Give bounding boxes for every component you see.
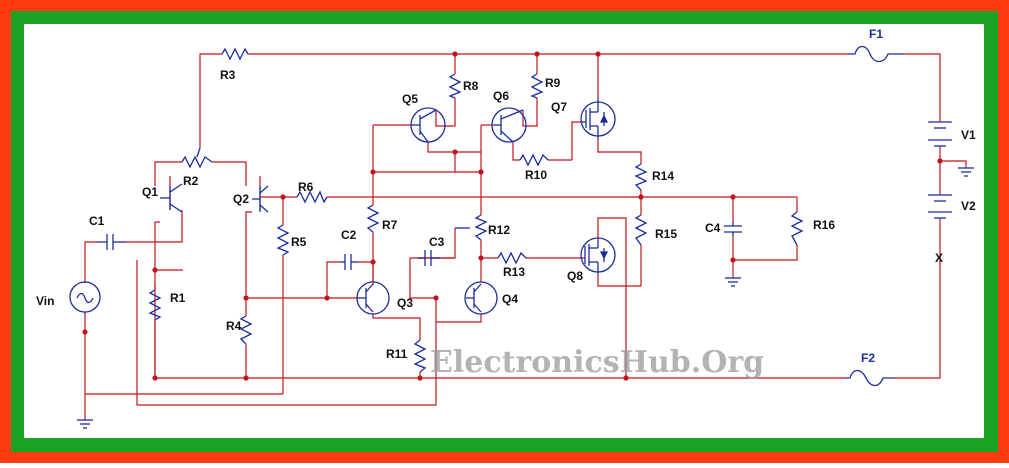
transistor-q2 [252, 185, 269, 213]
resistor-r12 [474, 214, 488, 241]
label-r13: R13 [503, 265, 525, 279]
label-r1: R1 [170, 291, 186, 305]
resistor-r15 [634, 214, 648, 246]
capacitor-c2 [340, 254, 358, 270]
ground-battery [958, 167, 974, 177]
capacitor-c1 [97, 234, 126, 250]
resistor-r2 [181, 155, 213, 169]
label-r3: R3 [220, 68, 236, 82]
capacitor-c3 [418, 250, 440, 266]
resistor-r10 [519, 153, 549, 167]
label-q6: Q6 [493, 89, 509, 103]
label-q7: Q7 [551, 100, 567, 114]
r2-wiper-arrow [196, 147, 201, 158]
label-r2: R2 [183, 174, 199, 188]
label-c4: C4 [705, 221, 721, 235]
label-c1: C1 [89, 214, 105, 228]
label-c3: C3 [429, 235, 445, 249]
label-c2: C2 [341, 228, 357, 242]
label-r14: R14 [652, 169, 674, 183]
label-q4: Q4 [502, 292, 518, 306]
resistor-r7 [366, 204, 380, 233]
label-r5: R5 [291, 235, 307, 249]
battery-v1 [928, 121, 952, 147]
label-q2: Q2 [233, 192, 249, 206]
resistor-r6 [296, 190, 328, 204]
label-f1: F1 [869, 27, 883, 41]
resistor-r14 [634, 163, 648, 191]
label-r9: R9 [545, 76, 561, 90]
resistor-r8 [448, 73, 462, 99]
capacitor-c4 [724, 222, 742, 236]
junction-dots [82, 51, 943, 381]
label-r15: R15 [655, 227, 677, 241]
label-r4: R4 [226, 319, 242, 333]
label-q5: Q5 [402, 92, 418, 106]
component-labels: R3 R2 Q1 Q2 R6 R5 C1 Vin R1 R4 C2 R7 Q5 … [36, 27, 976, 365]
mosfet-q8 [580, 237, 616, 275]
schematic-canvas [24, 24, 984, 438]
label-v2: V2 [961, 199, 976, 213]
label-v1: V1 [961, 128, 976, 142]
fuse-f2 [845, 369, 895, 387]
label-r16: R16 [813, 218, 835, 232]
label-r6: R6 [298, 180, 314, 194]
mosfet-q7 [580, 98, 616, 140]
label-r7: R7 [382, 218, 398, 232]
ac-source-vin [69, 281, 101, 314]
label-r8: R8 [463, 79, 479, 93]
resistor-r4 [239, 315, 253, 345]
transistor-q3 [356, 281, 390, 315]
transistor-q5 [410, 107, 446, 143]
wires [84, 53, 967, 420]
resistor-r9 [530, 73, 544, 99]
fuse-f1 [848, 45, 904, 63]
label-r11: R11 [386, 347, 408, 361]
ground-c4 [725, 277, 741, 287]
watermark-text: ElectronicsHub.Org [430, 345, 764, 380]
battery-v2 [928, 194, 952, 219]
resistor-r13 [497, 251, 527, 265]
label-q3: Q3 [397, 296, 413, 310]
resistor-r3 [221, 47, 249, 61]
label-vin: Vin [36, 294, 54, 308]
resistor-r16 [790, 211, 804, 246]
ground-input [77, 419, 93, 429]
label-r10: R10 [525, 168, 547, 182]
resistor-r1 [148, 289, 162, 321]
transistor-q1 [160, 183, 183, 213]
label-r12: R12 [488, 223, 510, 237]
label-q1: Q1 [142, 185, 158, 199]
label-q8: Q8 [567, 269, 583, 283]
label-x: X [935, 251, 943, 265]
label-f2: F2 [861, 351, 875, 365]
transistor-q6 [491, 107, 527, 143]
resistor-r11 [413, 339, 427, 373]
transistor-q4 [464, 281, 498, 315]
resistor-r5 [276, 224, 290, 256]
